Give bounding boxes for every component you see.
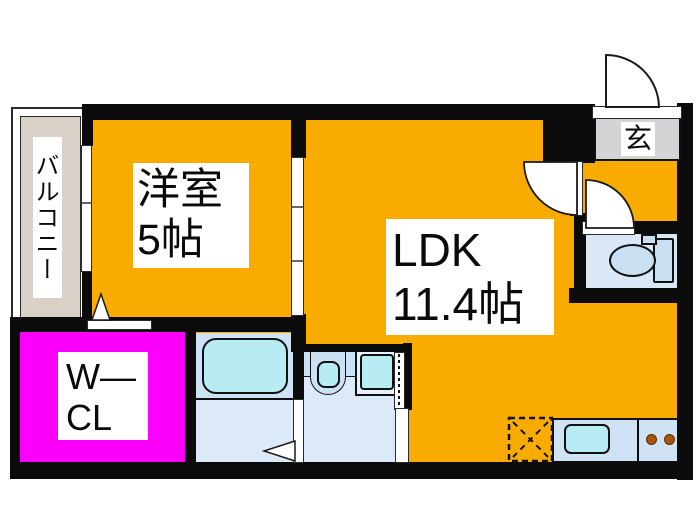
kitchen-sink-icon bbox=[564, 424, 610, 454]
stove-burner-icon bbox=[646, 434, 657, 445]
wall-wcl-left bbox=[10, 325, 20, 462]
wall-washroom-top bbox=[302, 344, 403, 352]
washroom-sliding-door-leaf bbox=[395, 408, 409, 463]
wcl-line1: W― bbox=[66, 356, 136, 397]
washing-machine-icon bbox=[360, 354, 394, 390]
bedroom-name: 洋室 bbox=[137, 166, 223, 214]
wall-toilet-bottom bbox=[569, 288, 679, 303]
bedroom-label-box: 洋室 5帖 bbox=[133, 163, 249, 268]
entrance-door-swing-icon bbox=[605, 53, 661, 108]
toilet-bowl-icon bbox=[609, 244, 656, 277]
entrance-label: 玄 bbox=[623, 123, 652, 154]
wall-bedroom-left-bottom bbox=[82, 271, 92, 319]
wall-bath-washroom bbox=[293, 333, 304, 401]
wcl-line2: CL bbox=[66, 397, 113, 438]
ldk-name: LDK bbox=[392, 224, 482, 276]
bedroom-window bbox=[81, 145, 92, 272]
wall-entrance-left bbox=[543, 117, 595, 163]
wall-toilet-left bbox=[574, 213, 586, 303]
toilet-flush-icon bbox=[641, 234, 657, 245]
balcony-label: バルコニー bbox=[31, 152, 58, 283]
stove-burner-icon bbox=[664, 434, 675, 445]
wall-bottom bbox=[10, 462, 693, 479]
wall-washroom-ldk-cap bbox=[403, 343, 412, 410]
wall-bedroom-left-top bbox=[82, 104, 93, 146]
wcl-folding-door-bar bbox=[87, 320, 152, 330]
ldk-label-box: LDK 11.4帖 bbox=[386, 219, 554, 335]
entrance-label-box: 玄 bbox=[621, 122, 655, 156]
ldk-size: 11.4帖 bbox=[392, 278, 525, 330]
wall-bedroom-ldk-top bbox=[291, 110, 306, 158]
wall-right bbox=[677, 103, 693, 480]
hall-door-leaf bbox=[570, 161, 583, 216]
wcl-label-box: W― CL bbox=[58, 352, 148, 440]
balcony-label-box: バルコニー bbox=[31, 137, 62, 298]
kitchen-counter-divider bbox=[637, 418, 639, 463]
wall-wcl-bath bbox=[185, 332, 196, 462]
wall-toilet-top-right bbox=[634, 221, 679, 234]
bedroom-sliding-door bbox=[291, 157, 304, 316]
toilet-door-leaf bbox=[582, 221, 635, 235]
washbasin-bowl-icon bbox=[317, 361, 340, 388]
bathtub-icon bbox=[202, 338, 288, 394]
bathroom-door-leaf bbox=[293, 399, 304, 463]
wall-balcony-wcl bbox=[10, 317, 90, 332]
washroom-sliding-door-track bbox=[394, 352, 405, 410]
entrance-door-leaf bbox=[592, 106, 682, 119]
bedroom-size: 5帖 bbox=[137, 216, 204, 264]
wall-top bbox=[82, 104, 595, 120]
